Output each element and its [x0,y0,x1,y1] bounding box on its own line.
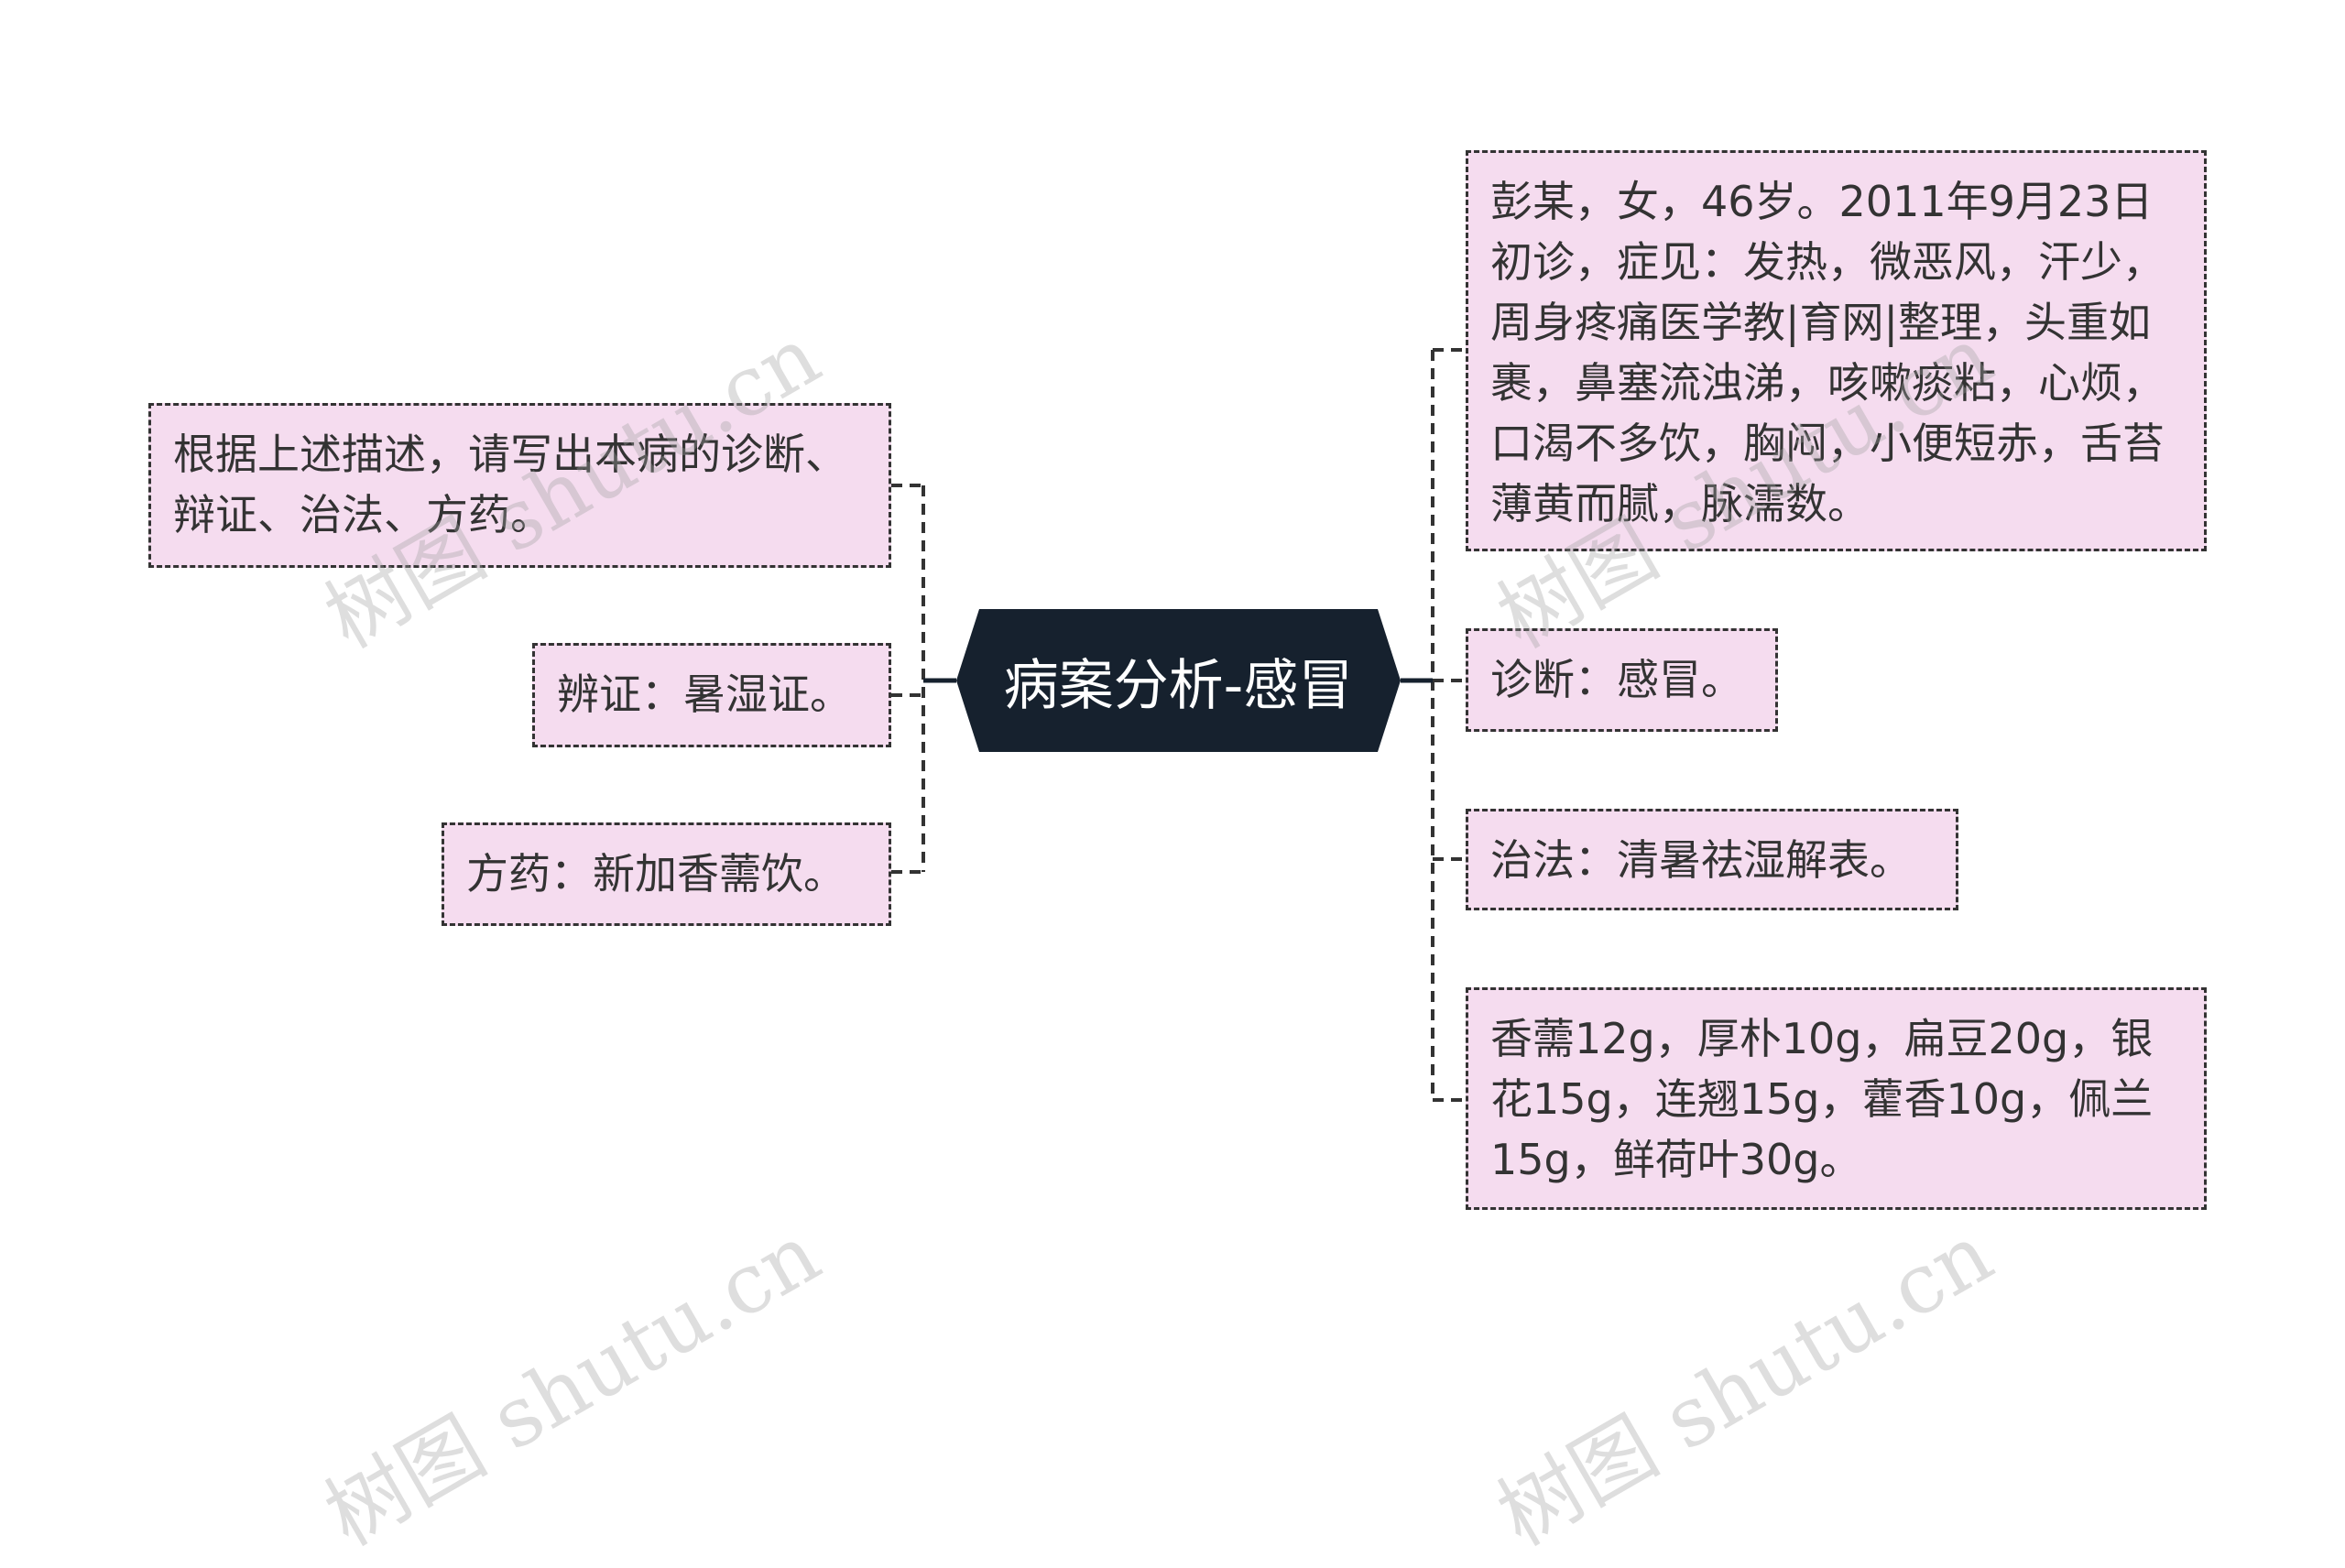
central-topic[interactable]: 病案分析-感冒 [956,609,1401,752]
right-node-treatment[interactable]: 治法：清暑祛湿解表。 [1466,809,1958,910]
left-node-syndrome[interactable]: 辨证：暑湿证。 [532,643,891,747]
central-topic-label: 病案分析-感冒 [1003,653,1354,718]
right-node-case[interactable]: 彭某，女，46岁。2011年9月23日初诊，症见：发热，微恶风，汗少，周身疼痛医… [1466,150,2207,551]
central-topic-shape [956,609,1401,752]
node-text: 彭某，女，46岁。2011年9月23日初诊，症见：发热，微恶风，汗少，周身疼痛医… [1490,177,2165,528]
right-node-herbs[interactable]: 香薷12g，厚朴10g，扁豆20g，银花15g，连翘15g，藿香10g，佩兰15… [1466,987,2207,1210]
connector-lines [891,348,1466,1102]
node-text: 香薷12g，厚朴10g，扁豆20g，银花15g，连翘15g，藿香10g，佩兰15… [1490,1014,2154,1184]
node-text: 根据上述描述，请写出本病的诊断、辩证、治法、方药。 [173,430,847,539]
node-text: 治法：清暑祛湿解表。 [1490,835,1912,885]
left-node-prescription[interactable]: 方药：新加香薷饮。 [442,822,891,926]
node-text: 诊断：感冒。 [1490,655,1743,704]
node-text: 方药：新加香薷饮。 [466,849,845,898]
right-node-diagnosis[interactable]: 诊断：感冒。 [1466,628,1778,732]
node-text: 辨证：暑湿证。 [557,670,852,719]
left-node-question[interactable]: 根据上述描述，请写出本病的诊断、辩证、治法、方药。 [148,403,891,568]
